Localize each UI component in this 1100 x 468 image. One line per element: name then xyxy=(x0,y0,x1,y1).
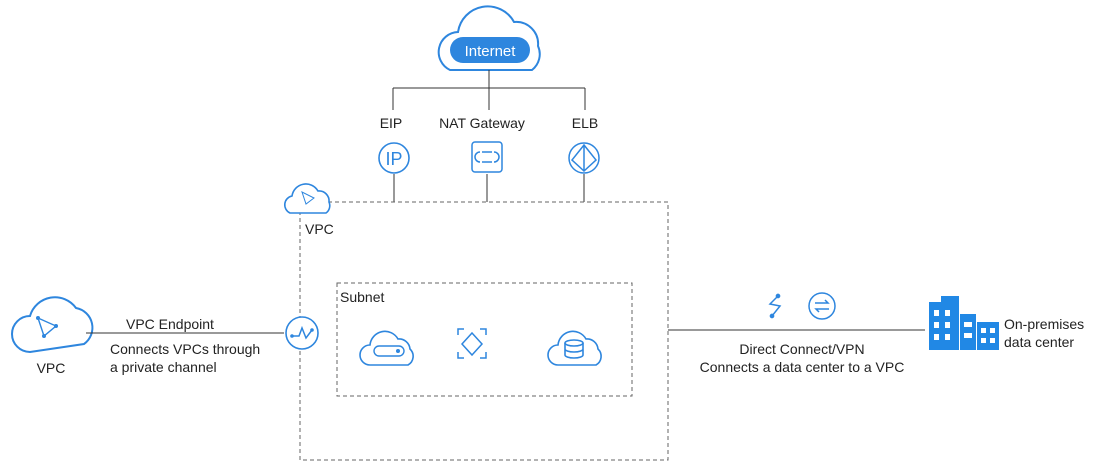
nat-gateway-icon xyxy=(471,141,503,173)
direct-connect-desc: Connects a data center to a VPC xyxy=(700,359,905,375)
elb-label: ELB xyxy=(572,115,598,131)
direct-connect-title: Direct Connect/VPN xyxy=(739,341,864,357)
vpc-label: VPC xyxy=(305,221,334,237)
service-to-vpc-connectors xyxy=(393,174,585,202)
ecs-cloud-icon xyxy=(359,330,414,366)
endpoint-desc-line1: Connects VPCs through xyxy=(110,341,260,357)
eip-label: EIP xyxy=(380,115,403,131)
vpc-cloud-icon xyxy=(284,183,331,214)
direct-connect-icon xyxy=(768,293,782,319)
service-diamond-icon xyxy=(457,328,487,359)
nat-gateway-label: NAT Gateway xyxy=(439,115,525,131)
data-center-label-line2: data center xyxy=(1004,334,1074,350)
load-balancer-icon xyxy=(568,142,600,174)
internet-cloud-icon xyxy=(437,5,541,71)
internet-label: Internet xyxy=(465,43,517,60)
database-cloud-icon xyxy=(547,330,602,366)
vpc-boundary xyxy=(299,201,669,461)
ip-icon: IP xyxy=(378,142,410,174)
svg-text:IP: IP xyxy=(385,149,402,169)
data-center-building-icon xyxy=(929,296,999,350)
subnet-label: Subnet xyxy=(340,289,384,305)
subnet-boundary xyxy=(336,282,633,397)
endpoint-desc-line2: a private channel xyxy=(110,359,217,375)
endpoint-title: VPC Endpoint xyxy=(126,316,214,332)
vpc-endpoint-icon xyxy=(285,316,319,350)
vpn-icon xyxy=(808,292,836,320)
left-vpc-label: VPC xyxy=(37,360,66,376)
data-center-label-line1: On-premises xyxy=(1004,316,1084,332)
left-vpc-cloud-icon xyxy=(11,296,94,354)
internet-connector xyxy=(392,70,586,110)
